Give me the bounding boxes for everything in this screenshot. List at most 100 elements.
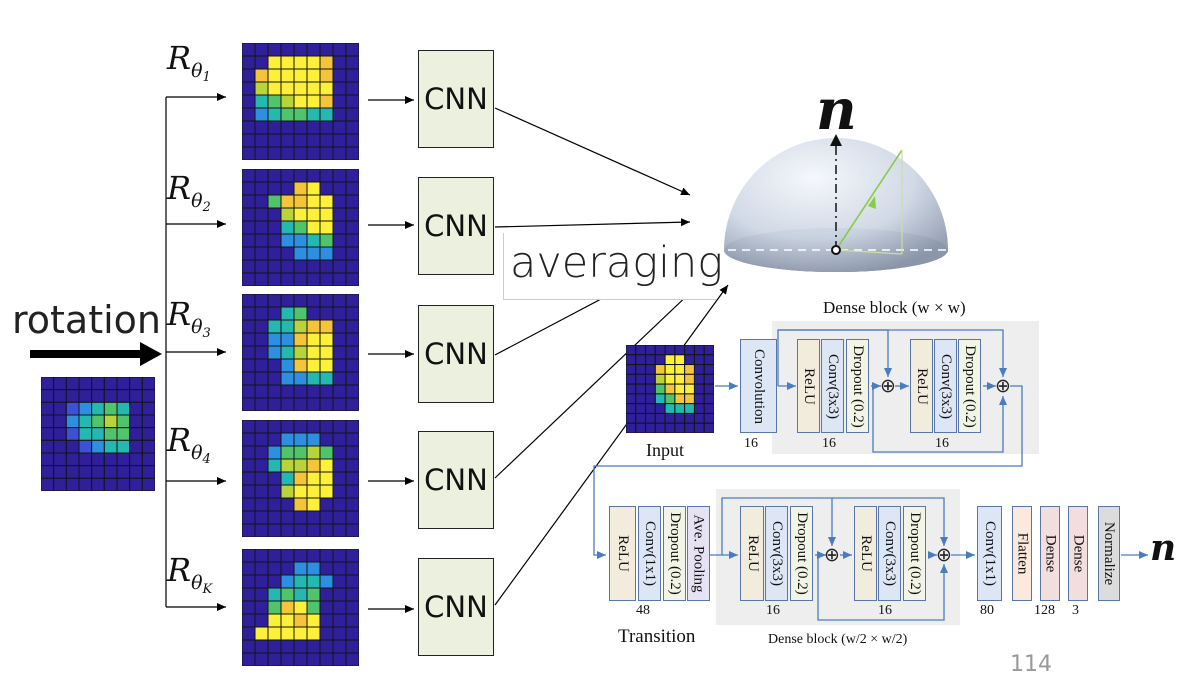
conv1x1-channels: 80 [980,603,994,618]
add-node-4: ⊕ [936,544,952,566]
relu-block-3: ReLU [740,506,764,601]
normal-symbol: n [816,77,857,143]
heatmap-cell [703,345,714,356]
heatmap-cell [703,383,714,395]
heatmap-cell [664,412,676,424]
final-conv1x1-block: Conv(1x1) [977,506,1002,601]
heatmap-cell [645,364,656,375]
cnn-box-3: CNN [418,305,494,403]
heatmap-cell [693,354,705,366]
normal-vector [835,149,903,251]
heatmap-cell [626,354,637,366]
heatmap-cell [141,477,155,491]
heatmap-cell [645,403,656,414]
origin-point [831,245,841,255]
heatmap-cell [635,345,647,356]
rotation-label-4: Rθ4 [167,421,211,467]
heatmap-cell [703,422,714,433]
heatmap-cell [664,345,676,356]
average-pooling-block: Ave. Pooling [687,506,710,601]
heatmap-cell [693,345,705,356]
heatmap-cell [654,345,666,356]
heatmap-cell [693,373,705,385]
heatmap-cell [703,364,714,375]
heatmap-cell [684,403,695,414]
heatmap-cell [664,403,676,414]
heatmap-cell [664,393,676,405]
heatmap-cell [654,393,666,405]
heatmap-cell [654,383,666,395]
input-heatmap [626,345,714,433]
heatmap-cell [635,354,647,366]
heatmap-cell [703,393,714,405]
convolution-block: Convolution [740,339,777,433]
normal-axis-head [830,134,842,146]
heatmap-cell [674,412,686,424]
cnn-box-2: CNN [418,177,494,275]
heatmap-cell [674,393,686,405]
heatmap-cell [693,383,705,395]
heatmap-cell [684,412,695,424]
dense1-growth-b: 16 [935,436,949,451]
rotated-heatmap-2 [242,169,359,286]
rotated-heatmap-5 [242,549,359,666]
dense-block-top-label: Dense block (w × w) [823,298,966,317]
heatmap-cell [674,373,686,385]
heatmap-cell [626,364,637,375]
heatmap-cell [664,383,676,395]
heatmap-cell [626,422,637,433]
heatmap-cell [635,403,647,414]
transition-label: Transition [618,626,696,647]
heatmap-cell [654,403,666,414]
heatmap-cell [645,383,656,395]
flatten-block: Flatten [1012,506,1032,601]
heatmap-cell [635,364,647,375]
heatmap-cell [645,393,656,405]
normalize-block: Normalize [1098,506,1120,601]
heatmap-cell [626,383,637,395]
dense1-units: 128 [1034,603,1055,618]
heatmap-cell [645,412,656,424]
heatmap-cell [693,403,705,414]
rotation-arrow-head [140,342,162,366]
heatmap-cell [674,422,686,433]
transition-conv1x1-block: Conv(1x1) [638,506,661,601]
heatmap-cell [654,364,666,375]
relu-block-1: ReLU [797,339,820,433]
heatmap-cell [645,422,656,433]
heatmap-cell [674,364,686,375]
heatmap-cell [345,652,359,666]
rotation-label-2: Rθ2 [167,169,211,215]
source-heatmap [41,377,155,491]
dense2-growth-a: 16 [766,603,780,618]
dense-block-bottom-label: Dense block (w/2 × w/2) [768,632,908,647]
heatmap-cell [703,373,714,385]
heatmap-cell [664,422,676,433]
heatmap-cell [664,354,676,366]
heatmap-cell [674,345,686,356]
cnn-out-arrow-1 [494,107,691,196]
add-node-2: ⊕ [995,375,1011,397]
conv3x3-block-2: Conv(3x3) [934,339,957,433]
heatmap-cell [645,345,656,356]
dense-layer-1: Dense [1040,506,1060,601]
add-node-1: ⊕ [880,375,896,397]
heatmap-cell [345,272,359,286]
heatmap-cell [674,383,686,395]
normal-vector-head [868,196,876,209]
projection-base-line [835,249,903,255]
output-symbol: n [1150,527,1177,569]
cnn-out-arrow-2 [494,218,691,228]
heatmap-cell [654,354,666,366]
heatmap-cell [684,364,695,375]
rotation-label-1: Rθ1 [167,39,211,85]
heatmap-cell [693,364,705,375]
heatmap-cell [703,412,714,424]
rotated-heatmap-4 [242,420,359,537]
dropout-block-1: Dropout (0.2) [846,339,869,433]
input-label: Input [646,440,684,460]
dropout-block-3: Dropout (0.2) [790,506,813,601]
cnn-box-4: CNN [418,431,494,529]
heatmap-cell [654,373,666,385]
